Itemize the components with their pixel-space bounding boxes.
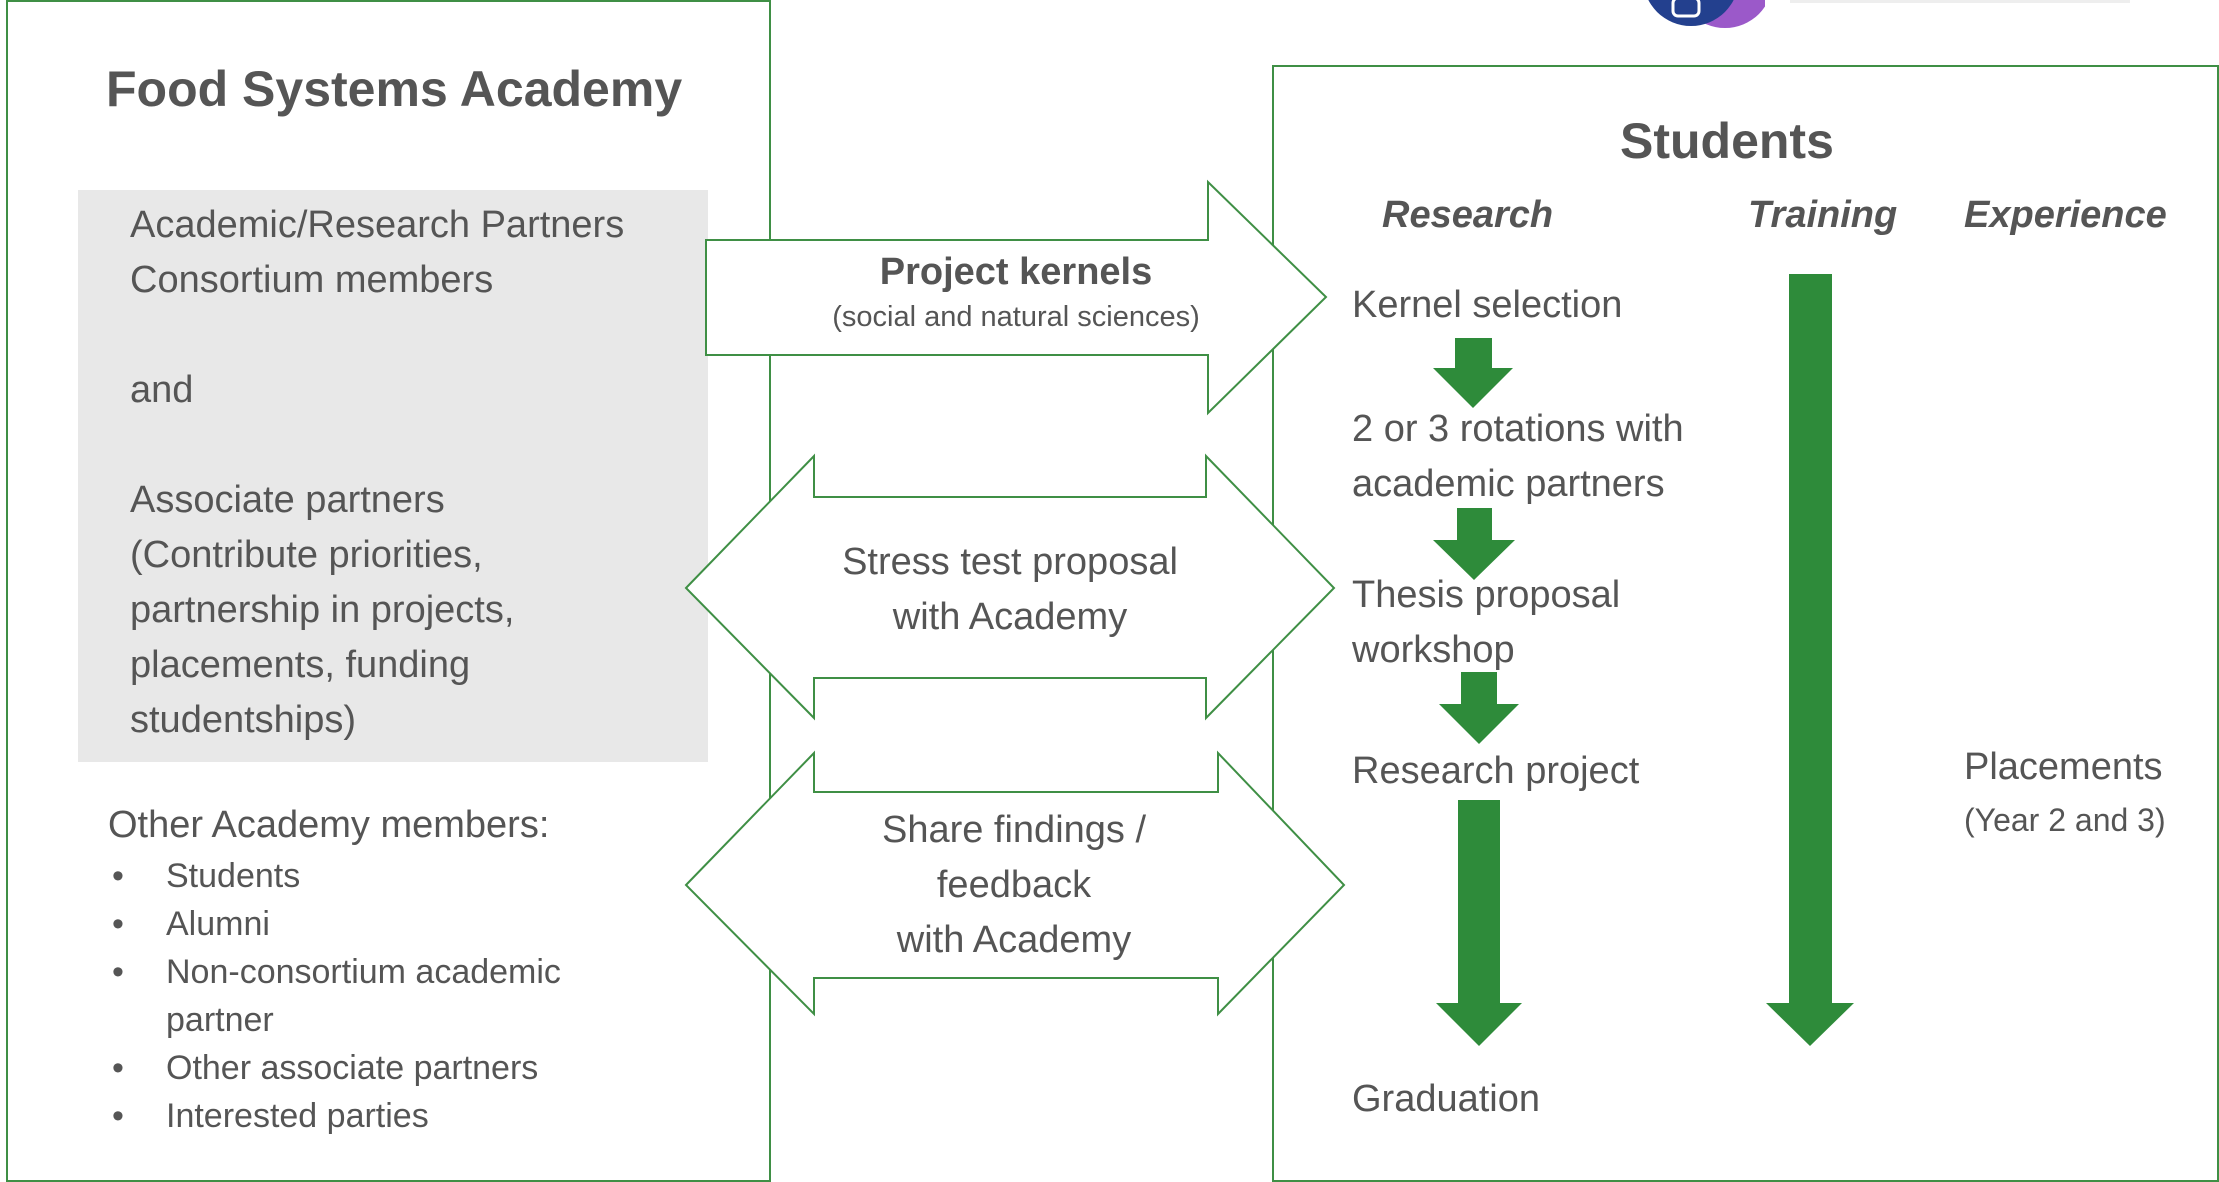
down-arrow-icon: [1433, 508, 1515, 580]
academy-title: Food Systems Academy: [106, 61, 683, 117]
list-item: Other associate partners: [108, 1044, 561, 1092]
list-item: Alumni: [108, 900, 561, 948]
others-list: Students Alumni Non-consortium academic …: [108, 852, 561, 1140]
partners-line: (Contribute priorities,: [130, 534, 483, 576]
project-kernels-subtitle: (social and natural sciences): [832, 301, 1200, 333]
placements-sub: (Year 2 and 3): [1964, 802, 2166, 838]
list-item: partner: [166, 1001, 274, 1039]
project-kernels-label: Project kernels (social and natural scie…: [806, 248, 1226, 338]
partners-line: placements, funding: [130, 644, 471, 686]
partners-line: Associate partners: [130, 479, 445, 521]
stress-test-line: with Academy: [892, 596, 1128, 638]
logo-icon: [1635, 0, 1769, 28]
list-item: Non-consortium academic: [108, 948, 561, 996]
list-item: Interested parties: [108, 1092, 561, 1140]
partners-line: Academic/Research Partners: [130, 204, 625, 246]
logo-underline: [1790, 0, 2130, 3]
students-title: Students: [1620, 113, 1834, 169]
stress-test-line: Stress test proposal: [842, 541, 1178, 583]
step-thesis-line: workshop: [1352, 629, 1515, 671]
others-heading: Other Academy members:: [108, 804, 550, 846]
share-findings-label: Share findings / feedback with Academy: [790, 803, 1238, 968]
partners-line: Consortium members: [130, 259, 494, 301]
partners-text: Academic/Research Partners Consortium me…: [130, 198, 624, 748]
partners-line: and: [130, 369, 194, 411]
list-item: Students: [108, 852, 561, 900]
partners-box: [78, 190, 708, 762]
step-rotations-line: 2 or 3 rotations with: [1352, 408, 1684, 450]
share-findings-line: with Academy: [896, 919, 1132, 961]
share-findings-arrow: [684, 750, 1346, 1017]
partners-line: studentships): [130, 699, 357, 741]
step-thesis-workshop: Thesis proposal workshop: [1352, 568, 1620, 678]
share-findings-line: feedback: [936, 864, 1092, 906]
project-kernels-arrow: [705, 179, 1328, 416]
step-rotations-line: academic partners: [1352, 463, 1665, 505]
training-arrow-icon: [1766, 274, 1854, 1046]
share-findings-line: Share findings /: [881, 809, 1147, 851]
down-arrow-icon: [1433, 338, 1513, 408]
col-experience: Experience: [1964, 194, 2167, 236]
down-arrow-icon: [1436, 800, 1522, 1046]
step-rotations: 2 or 3 rotations with academic partners: [1352, 402, 1684, 512]
placements-label: Placements: [1964, 746, 2163, 788]
project-kernels-title: Project kernels: [879, 251, 1153, 293]
step-thesis-line: Thesis proposal: [1352, 574, 1621, 616]
step-kernel-selection: Kernel selection: [1352, 284, 1623, 326]
step-graduation: Graduation: [1352, 1078, 1541, 1120]
col-training: Training: [1748, 194, 1898, 236]
step-research-project: Research project: [1352, 750, 1640, 792]
stress-test-label: Stress test proposal with Academy: [786, 535, 1234, 645]
stress-test-arrow: [684, 453, 1336, 721]
col-research: Research: [1382, 194, 1554, 236]
down-arrow-icon: [1439, 672, 1519, 744]
partners-line: partnership in projects,: [130, 589, 515, 631]
